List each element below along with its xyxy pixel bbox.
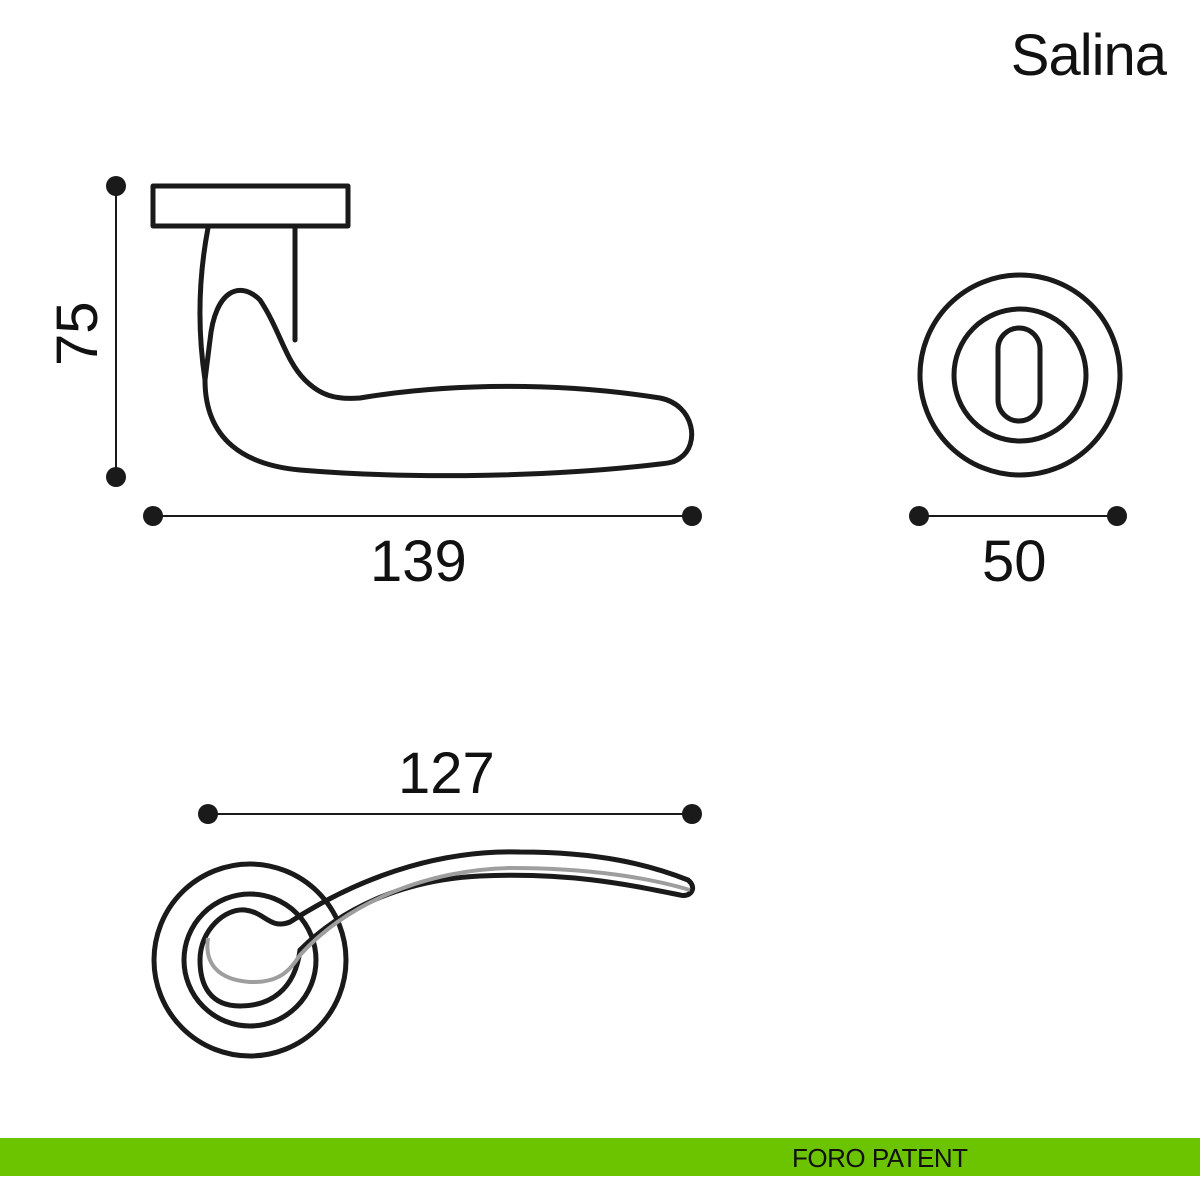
dim-dot xyxy=(143,506,163,526)
dim-dot xyxy=(682,506,702,526)
dim-dot xyxy=(106,176,126,196)
dim-dot xyxy=(106,467,126,487)
footer-label: FORO PATENT xyxy=(792,1143,968,1173)
side-neck xyxy=(197,225,298,383)
dim-length-label: 139 xyxy=(370,529,467,594)
product-title: Salina xyxy=(1010,23,1167,88)
dim-dot xyxy=(682,804,702,824)
dim-dot xyxy=(1107,506,1127,526)
escutcheon-outer xyxy=(917,272,1123,478)
escutcheon-inner xyxy=(951,306,1089,444)
side-rose xyxy=(150,183,351,229)
dim-rose-label: 50 xyxy=(982,529,1047,594)
side-lever xyxy=(202,288,695,479)
top-lever-highlight xyxy=(205,865,691,985)
top-rose-middle xyxy=(181,891,319,1029)
dim-dot xyxy=(909,506,929,526)
keyhole xyxy=(995,325,1043,424)
top-rose-outer xyxy=(151,861,349,1059)
dim-top-label: 127 xyxy=(398,741,495,806)
footer-bar: FORO PATENT xyxy=(0,1138,1200,1176)
dim-height-label: 75 xyxy=(45,301,110,366)
top-lever xyxy=(197,849,695,1009)
dim-dot xyxy=(198,804,218,824)
